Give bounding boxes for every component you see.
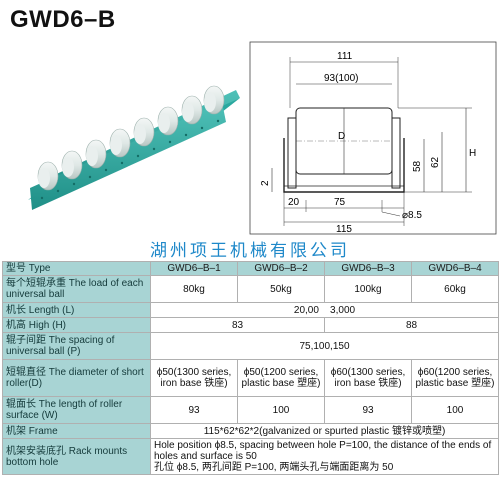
row-label: 每个短辊承重 The load of each universal ball <box>2 275 151 303</box>
model-2: GWD6–B–2 <box>237 261 325 276</box>
dim-75: 75 <box>334 197 346 208</box>
rollers <box>37 85 225 191</box>
company-name: 湖州项王机械有限公司 <box>150 241 350 261</box>
cell: 93 <box>324 396 412 424</box>
dim-111: 111 <box>337 51 353 62</box>
row-label: 短辊直径 The diameter of short roller(D) <box>2 359 151 397</box>
cell: 83 <box>150 317 325 333</box>
cell: 100kg <box>324 275 412 303</box>
cell: 100 <box>411 396 499 424</box>
cell: 93 <box>150 396 238 424</box>
cell: 20,00 3,000 <box>150 302 499 318</box>
table-row-mount: 机架安装底孔 Rack mounts bottom hole Hole posi… <box>2 438 499 475</box>
cell: Hole position ϕ8.5, spacing between hole… <box>150 438 499 475</box>
cell: 88 <box>324 317 499 333</box>
cell: ϕ50(1300 series, iron base 铁座) <box>150 359 238 397</box>
dim-hole: ⌀8.5 <box>402 210 422 221</box>
dim-h: H <box>469 148 476 159</box>
table-row-length: 机长 Length (L) 20,00 3,000 <box>2 302 499 318</box>
cell: 80kg <box>150 275 238 303</box>
cell: ϕ60(1200 series, plastic base 塑座) <box>411 359 499 397</box>
cell: 50kg <box>237 275 325 303</box>
dim-d: D <box>338 131 345 142</box>
dim-93: 93(100) <box>324 73 358 84</box>
model-1: GWD6–B–1 <box>150 261 238 276</box>
row-label: 辊面长 The length of roller surface (W) <box>2 396 151 424</box>
cell: ϕ60(1300 series, iron base 铁座) <box>324 359 412 397</box>
cell: 115*62*62*2(galvanized or spurted plasti… <box>150 423 499 439</box>
dim-58: 58 <box>412 160 423 172</box>
table-row-height: 机高 High (H) 83 88 <box>2 317 499 333</box>
row-label: 机高 High (H) <box>2 317 151 333</box>
dim-2: 2 <box>260 180 271 186</box>
spec-table: 型号 Type GWD6–B–1 GWD6–B–2 GWD6–B–3 GWD6–… <box>2 261 499 475</box>
cell: 100 <box>237 396 325 424</box>
row-label: 型号 Type <box>2 261 151 276</box>
dim-62: 62 <box>430 156 441 168</box>
cell: ϕ50(1200 series, plastic base 塑座) <box>237 359 325 397</box>
technical-drawing: 111 93(100) D 58 62 H 2 20 75 115 ⌀8.5 <box>249 41 497 235</box>
cell: 75,100,150 <box>150 332 499 360</box>
dim-115: 115 <box>336 224 352 235</box>
mount-text-en: Hole position ϕ8.5, spacing between hole… <box>154 440 492 462</box>
page-title: GWD6–B <box>10 6 116 33</box>
table-row-diameter: 短辊直径 The diameter of short roller(D) ϕ50… <box>2 359 499 397</box>
dim-20: 20 <box>288 197 300 208</box>
model-4: GWD6–B–4 <box>411 261 499 276</box>
row-label: 机架 Frame <box>2 423 151 439</box>
table-row-spacing: 辊子间距 The spacing of universal ball (P) 7… <box>2 332 499 360</box>
table-row-type: 型号 Type GWD6–B–1 GWD6–B–2 GWD6–B–3 GWD6–… <box>2 261 499 276</box>
table-row-load: 每个短辊承重 The load of each universal ball 8… <box>2 275 499 303</box>
product-photo <box>28 85 240 210</box>
model-3: GWD6–B–3 <box>324 261 412 276</box>
row-label: 机长 Length (L) <box>2 302 151 318</box>
row-label: 辊子间距 The spacing of universal ball (P) <box>2 332 151 360</box>
mount-text-cn: 孔位 ϕ8.5, 两孔间距 P=100, 两端头孔与端面距离为 50 <box>154 462 394 473</box>
table-row-roller-length: 辊面长 The length of roller surface (W) 93 … <box>2 396 499 424</box>
cell: 60kg <box>411 275 499 303</box>
table-row-frame: 机架 Frame 115*62*62*2(galvanized or spurt… <box>2 423 499 439</box>
rail-holes <box>40 119 220 200</box>
row-label: 机架安装底孔 Rack mounts bottom hole <box>2 438 151 475</box>
